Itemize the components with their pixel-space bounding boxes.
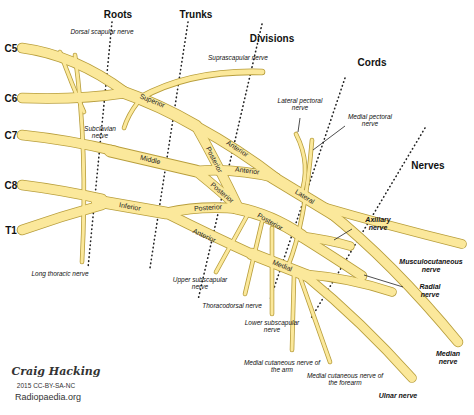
root-label: C7 [5, 130, 18, 141]
leader-line [334, 229, 352, 240]
site-watermark: Radiopaedia.org [15, 393, 81, 403]
nerve-fill [22, 185, 102, 199]
nerve-outline [306, 276, 412, 378]
nerve-name: Musculocutaneous nerve [391, 258, 471, 273]
nerve-outline [120, 91, 196, 126]
nerve-fill [166, 213, 256, 256]
nerve-fill [140, 72, 262, 98]
nerve-fill [22, 205, 102, 230]
nerve-name: Radial nerve [410, 283, 450, 298]
nerve-label: Upper subscapular nerve [170, 276, 230, 290]
nerve-outline [22, 205, 102, 230]
nerve-tubes [22, 48, 462, 378]
nerve-outline [75, 55, 84, 262]
nerve-fill [216, 214, 248, 272]
nerve-fill [124, 102, 138, 128]
nerve-fill [296, 134, 305, 197]
nerve-outline [124, 102, 138, 128]
author-watermark: Craig Hacking [11, 366, 100, 378]
column-heading: Trunks [180, 9, 213, 20]
leader-line [364, 275, 403, 287]
nerve-fill [292, 276, 294, 350]
license-watermark: 2015 CC-BY-SA-NC [17, 382, 75, 389]
nerve-outline [270, 228, 275, 314]
nerve-label: Long thoracic nerve [31, 270, 88, 277]
nerve-label: Medial cutaneous nerve of the forearm [305, 372, 385, 386]
nerve-fill [110, 151, 196, 171]
root-label: C6 [5, 93, 18, 104]
nerve-label: Medial pectoral nerve [345, 113, 395, 127]
nerve-name: Median nerve [428, 350, 468, 365]
nerve-label: Suprascapular nerve [208, 54, 268, 61]
nerve-fill [22, 93, 125, 98]
nerve-label: Thoracodorsal nerve [202, 302, 262, 309]
divider-line [150, 22, 188, 268]
nerve-fill [196, 126, 276, 178]
nerve-fill [271, 228, 274, 314]
nerve-label: Subclavian nerve [78, 125, 123, 139]
nerve-outline [22, 93, 125, 98]
nerve-fill [236, 208, 302, 236]
section-dividers [88, 22, 425, 320]
root-label: C8 [5, 180, 18, 191]
nerve-outline [97, 201, 166, 213]
root-label: C5 [5, 43, 18, 54]
column-heading: Divisions [250, 33, 294, 44]
nerve-outline [196, 126, 276, 178]
nerve-label: Lower subscapular nerve [242, 319, 302, 333]
nerve-outline [22, 185, 102, 199]
nerve-fill [97, 201, 166, 213]
leader-line [313, 126, 345, 150]
nerve-name: Axillary nerve [356, 216, 401, 231]
column-heading: Nerves [411, 160, 444, 171]
nerve-outline [140, 72, 262, 98]
column-heading: Roots [104, 9, 132, 20]
nerve-fill [22, 48, 125, 92]
nerve-fill [120, 91, 196, 126]
nerve-fill [300, 277, 330, 362]
nerve-fill [300, 236, 362, 276]
nerve-outline [110, 151, 196, 171]
divider-line [270, 78, 345, 300]
leader-line [298, 118, 300, 132]
nerve-label: Lateral pectoral nerve [273, 97, 328, 111]
nerve-label: Medial cutaneous nerve of the arm [242, 359, 322, 373]
nerve-outline [292, 276, 294, 350]
root-label: T1 [5, 225, 17, 236]
nerve-fill [245, 222, 262, 294]
nerve-fill [306, 276, 412, 378]
nerve-fill [75, 55, 84, 262]
column-heading: Cords [358, 57, 387, 68]
nerve-name: Ulnar nerve [378, 392, 418, 400]
nerve-outline [300, 236, 362, 276]
nerve-label: Dorsal scapular nerve [70, 28, 133, 35]
